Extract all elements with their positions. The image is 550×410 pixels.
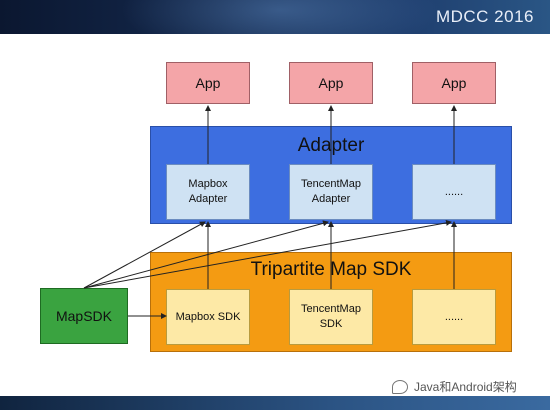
app-box-3: App xyxy=(412,62,496,104)
top-banner: MDCC 2016 xyxy=(0,0,550,34)
app-box-1: App xyxy=(166,62,250,104)
watermark: Java和Android架构 xyxy=(392,378,517,395)
sdk-layer-title: Tripartite Map SDK xyxy=(250,259,412,280)
adapter-layer-title: Adapter xyxy=(297,135,365,156)
conference-title: MDCC 2016 xyxy=(435,7,534,26)
wechat-icon xyxy=(392,379,408,394)
mapsdk-box: MapSDK xyxy=(40,288,128,344)
tencentmap-sdk-box: TencentMap SDK xyxy=(289,289,373,345)
app-box-2: App xyxy=(289,62,373,104)
mapbox-adapter-box: Mapbox Adapter xyxy=(166,164,250,220)
watermark-text: Java和Android架构 xyxy=(414,380,517,394)
bottom-banner xyxy=(0,396,550,410)
tencentmap-adapter-box: TencentMap Adapter xyxy=(289,164,373,220)
more-adapter-box: ...... xyxy=(412,164,496,220)
more-sdk-box: ...... xyxy=(412,289,496,345)
mapbox-sdk-box: Mapbox SDK xyxy=(166,289,250,345)
